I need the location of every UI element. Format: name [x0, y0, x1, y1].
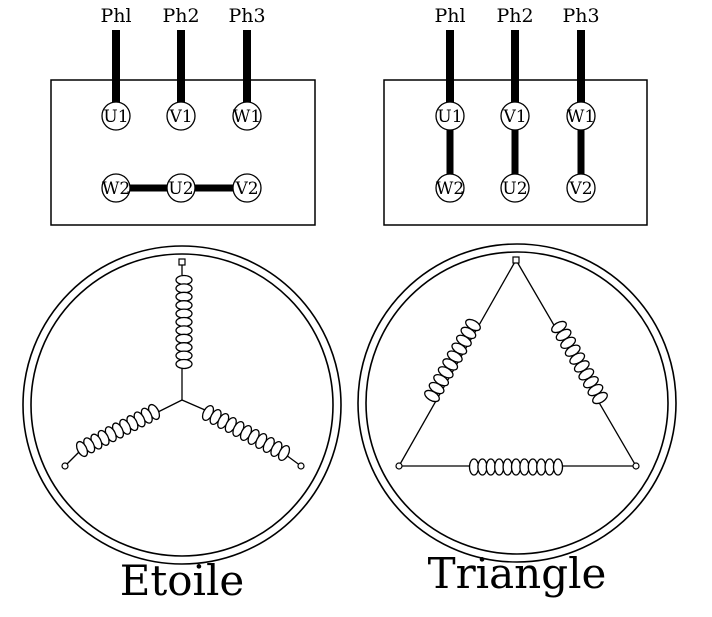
- coil-turn: [494, 458, 505, 476]
- delta-node-top: [512, 256, 520, 264]
- star-terminal-label-v2: V2: [234, 179, 258, 199]
- delta-terminal-label-w1: W1: [567, 107, 595, 127]
- star-node-left: [61, 462, 69, 470]
- delta-caption: Triangle: [428, 549, 607, 598]
- delta-coil-bottom: [468, 458, 564, 476]
- coil-turn: [544, 458, 555, 476]
- delta-terminal-v2: [566, 173, 596, 203]
- coil-turn: [510, 458, 522, 476]
- delta-edge-left: [398, 259, 517, 467]
- delta-terminal-label-u2: U2: [502, 179, 527, 199]
- star-terminal-label-v1: V1: [168, 107, 192, 127]
- coil-turn: [175, 333, 193, 344]
- coil-turn: [175, 291, 193, 302]
- delta-phase-label-1: Phl: [434, 5, 465, 27]
- coil-turn: [175, 358, 193, 370]
- delta-coil-left: [424, 318, 481, 403]
- delta-phase-label-2: Ph2: [496, 5, 533, 27]
- coil-turn: [424, 389, 440, 403]
- delta-terminal-label-v1: V1: [502, 107, 526, 127]
- star-terminal-u1: [101, 101, 131, 131]
- delta-terminal-label-v2: V2: [568, 179, 592, 199]
- coil-turn: [536, 458, 547, 476]
- star-terminal-w1: [232, 101, 262, 131]
- star-terminal-v1: [166, 101, 196, 131]
- star-terminal-label-u2: U2: [168, 179, 193, 199]
- delta-node-right: [632, 462, 640, 470]
- coil-turn: [175, 350, 193, 361]
- star-coil-top: [175, 274, 193, 370]
- delta-terminal-w2: [435, 173, 465, 203]
- star-inner-ring: [30, 253, 334, 557]
- star-phase-label-1: Phl: [100, 5, 131, 27]
- coil-turn: [485, 458, 496, 476]
- delta-terminal-box: Phl Ph2 Ph3 U1 V1 W1 W2 U2 V2: [383, 5, 648, 226]
- star-coil-left: [75, 403, 161, 458]
- coil-turn: [477, 458, 488, 476]
- star-terminal-label-u1: U1: [103, 107, 128, 127]
- delta-coil-right: [551, 320, 608, 405]
- star-coil-right: [201, 404, 291, 462]
- coil-turn: [277, 444, 291, 462]
- coil-turn: [519, 458, 530, 476]
- delta-inner-ring: [365, 251, 669, 555]
- coil-turn: [75, 440, 89, 458]
- coil-turn: [175, 316, 193, 328]
- star-caption: Etoile: [120, 556, 245, 605]
- delta-outer-ring: [357, 243, 677, 563]
- star-terminal-box: Phl Ph2 Ph3 U1 V1 W1 W2 U2 V2: [50, 5, 316, 226]
- star-wire-right-inner: [181, 399, 206, 411]
- coil-turn: [468, 458, 480, 476]
- coil-turn: [175, 342, 193, 353]
- delta-node-left: [395, 462, 403, 470]
- coil-turn: [552, 458, 564, 476]
- star-node-right: [297, 462, 305, 470]
- delta-phase-label-3: Ph3: [562, 5, 599, 27]
- star-phase-label-3: Ph3: [228, 5, 265, 27]
- delta-terminal-u2: [500, 173, 530, 203]
- coil-turn: [175, 283, 193, 294]
- star-node-top: [178, 258, 186, 266]
- coil-turn: [175, 325, 193, 336]
- star-terminal-v2: [232, 173, 262, 203]
- star-terminal-u2: [166, 173, 196, 203]
- delta-winding-diagram: [357, 243, 677, 563]
- star-winding-diagram: [22, 245, 342, 565]
- star-outer-ring: [22, 245, 342, 565]
- delta-terminal-label-u1: U1: [437, 107, 462, 127]
- star-terminal-label-w2: W2: [102, 179, 130, 199]
- star-phase-label-2: Ph2: [162, 5, 199, 27]
- star-terminal-label-w1: W1: [233, 107, 261, 127]
- delta-terminal-v1: [500, 101, 530, 131]
- coil-turn: [175, 308, 193, 319]
- star-terminal-w2: [101, 173, 131, 203]
- coil-turn: [527, 458, 538, 476]
- coil-turn: [175, 274, 193, 286]
- delta-terminal-u1: [435, 101, 465, 131]
- coil-turn: [502, 458, 513, 476]
- coil-turn: [175, 300, 193, 311]
- delta-terminal-label-w2: W2: [436, 179, 464, 199]
- delta-terminal-w1: [566, 101, 596, 131]
- coil-turn: [592, 391, 608, 405]
